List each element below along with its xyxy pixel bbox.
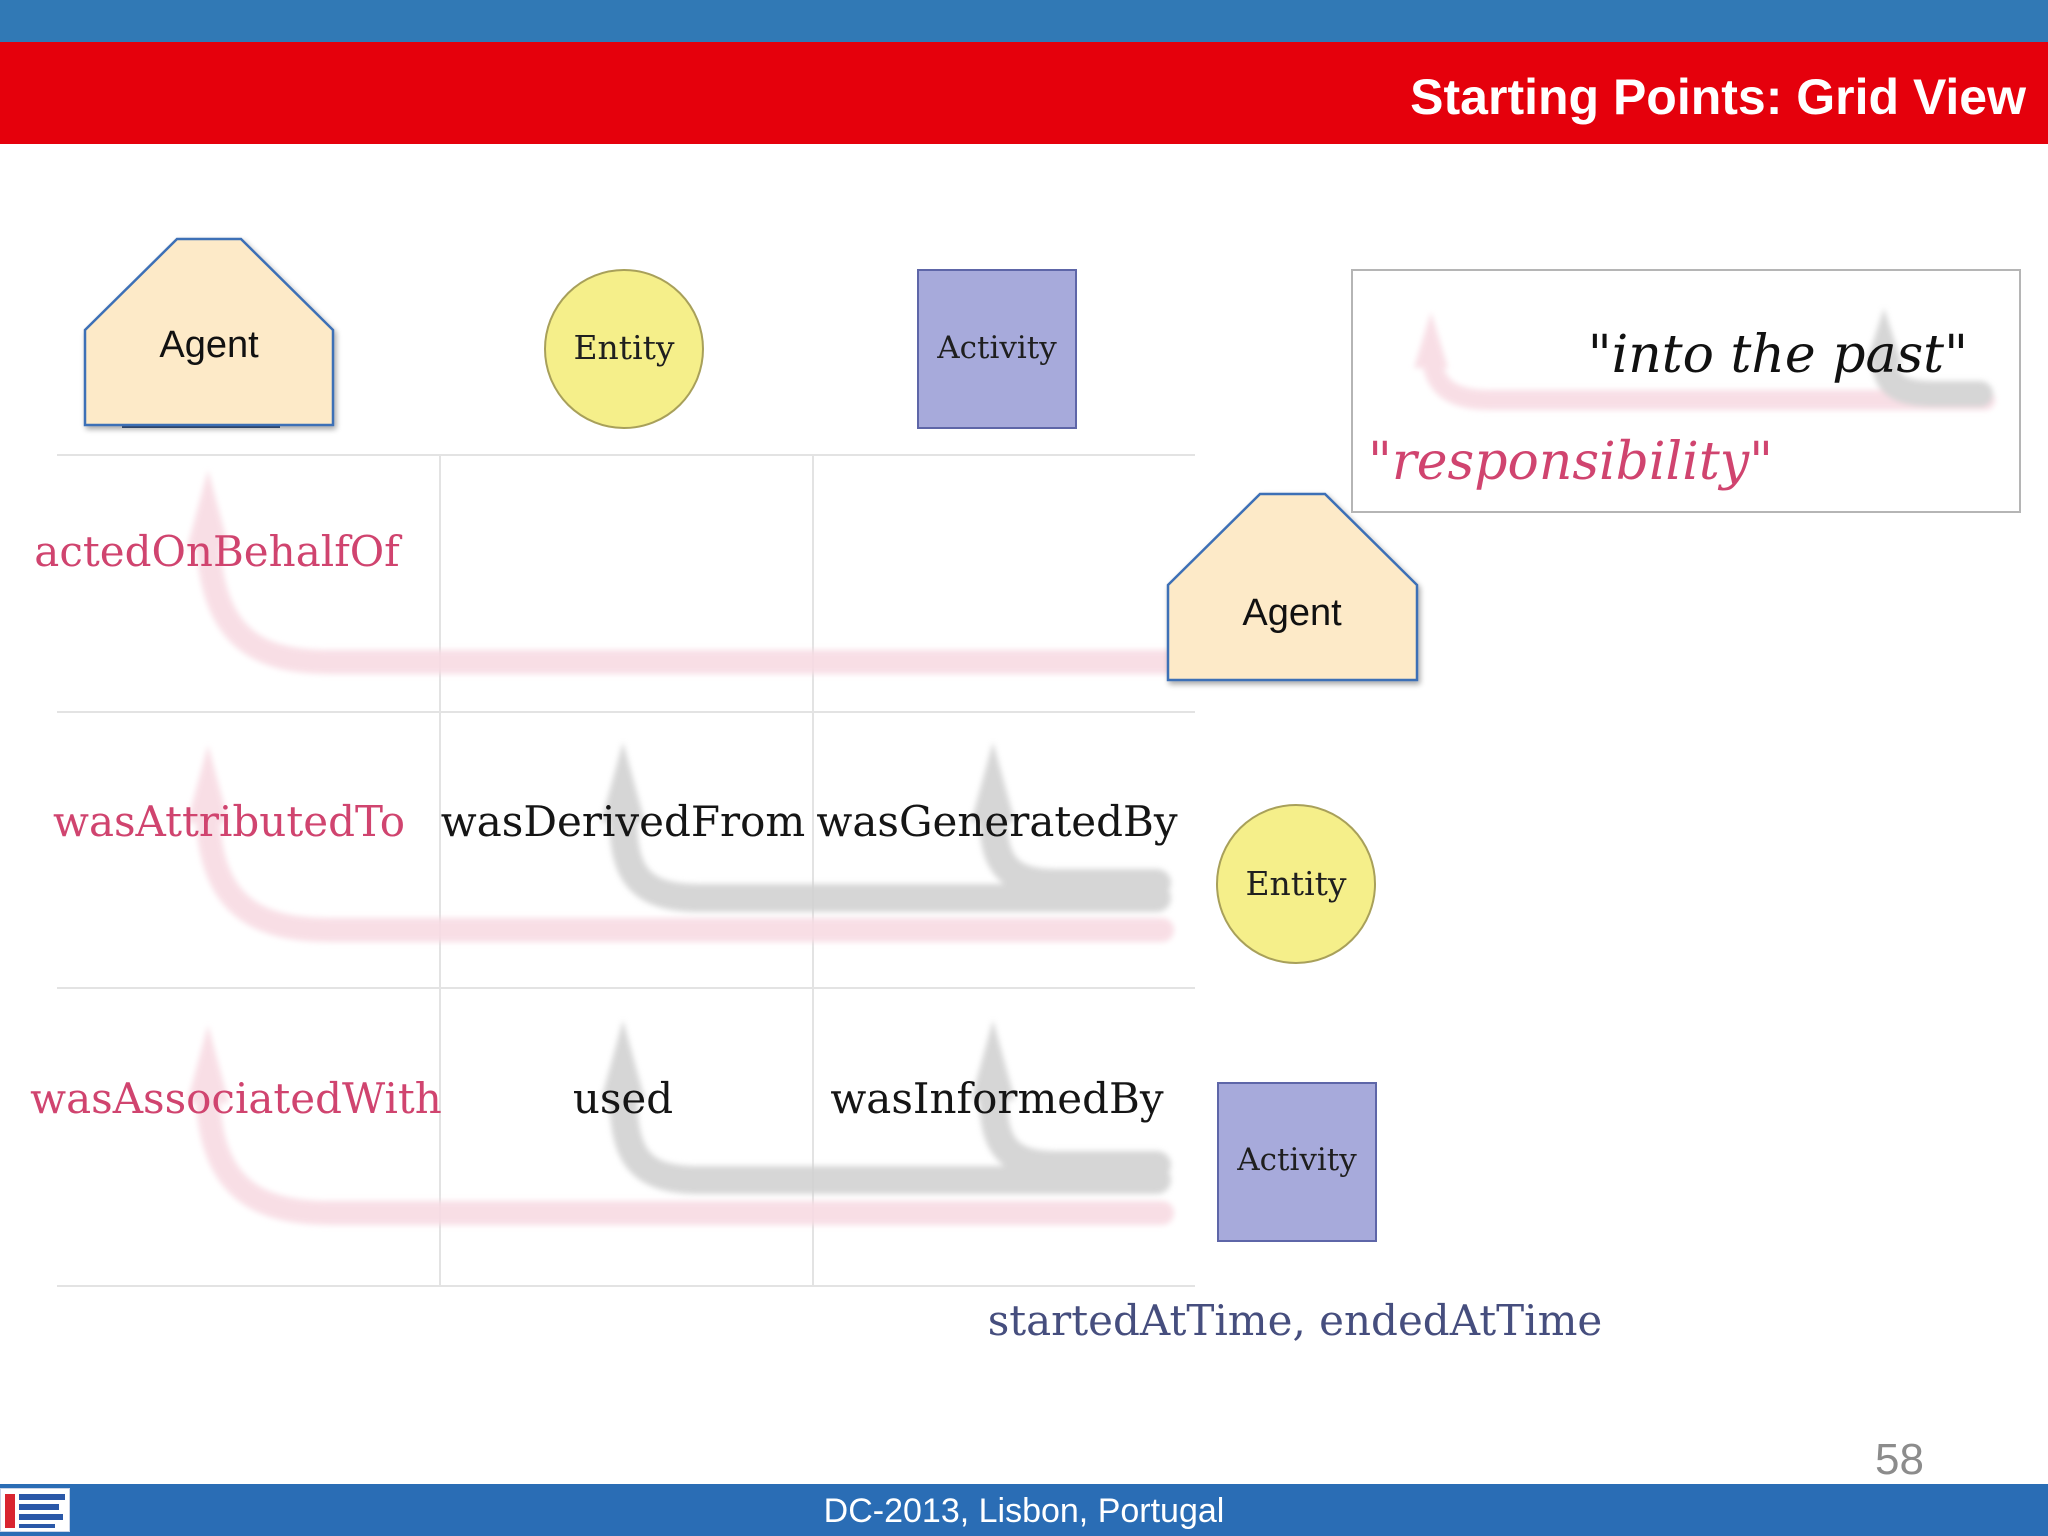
slide-title: Starting Points: Grid View	[1410, 69, 2026, 125]
relation-was-associated-with: wasAssociatedWith	[30, 1074, 442, 1123]
relation-acted-on-behalf-of: actedOnBehalfOf	[34, 527, 403, 576]
header-activity-node: Activity	[917, 269, 1077, 429]
header-entity-label: Entity	[573, 328, 674, 367]
header-stripe	[0, 0, 2048, 42]
row-1-target-agent: Agent	[1166, 492, 1419, 682]
footer-logo	[0, 1488, 70, 1532]
responsibility-arrow-row-1	[187, 470, 1182, 674]
responsibility-arrow-row-2	[187, 745, 1174, 942]
row-3-target-activity: Activity	[1217, 1082, 1377, 1242]
row-3-target-label: Activity	[1236, 1142, 1357, 1178]
legend-responsibility: "responsibility"	[1368, 432, 1773, 492]
relation-was-derived-from: wasDerivedFrom	[441, 797, 805, 846]
row-2-target-label: Entity	[1245, 864, 1346, 903]
header-entity-node: Entity	[544, 269, 704, 429]
grid-lines	[57, 454, 1195, 1287]
relation-was-informed-by: wasInformedBy	[830, 1074, 1164, 1123]
responsibility-arrow-row-3	[187, 1025, 1174, 1225]
title-bar: Starting Points: Grid View	[0, 42, 2048, 144]
responsibility-arrows	[187, 470, 1182, 1225]
row-2-target-entity: Entity	[1216, 804, 1376, 964]
into-the-past-arrow-row-2	[601, 742, 1171, 912]
into-the-past-arrow-row-3	[601, 1020, 1171, 1194]
header-activity-label: Activity	[936, 330, 1057, 366]
footer-bar: DC-2013, Lisbon, Portugal	[0, 1484, 2048, 1536]
page-number: 58	[1875, 1435, 1924, 1484]
legend-box: "into the past" "responsibility"	[1351, 269, 2021, 513]
footer-text: DC-2013, Lisbon, Portugal	[823, 1492, 1225, 1530]
legend-into-the-past: "into the past"	[1588, 325, 1968, 385]
header-agent-node: Agent	[83, 237, 335, 428]
activity-attributes: startedAtTime, endedAtTime	[988, 1296, 1603, 1345]
into-the-past-arrows	[601, 742, 1171, 1194]
relation-was-generated-by: wasGeneratedBy	[816, 797, 1177, 846]
header-agent-label: Agent	[159, 324, 259, 366]
row-1-target-label: Agent	[1242, 592, 1342, 634]
relation-used: used	[573, 1074, 673, 1123]
relation-was-attributed-to: wasAttributedTo	[53, 797, 405, 846]
